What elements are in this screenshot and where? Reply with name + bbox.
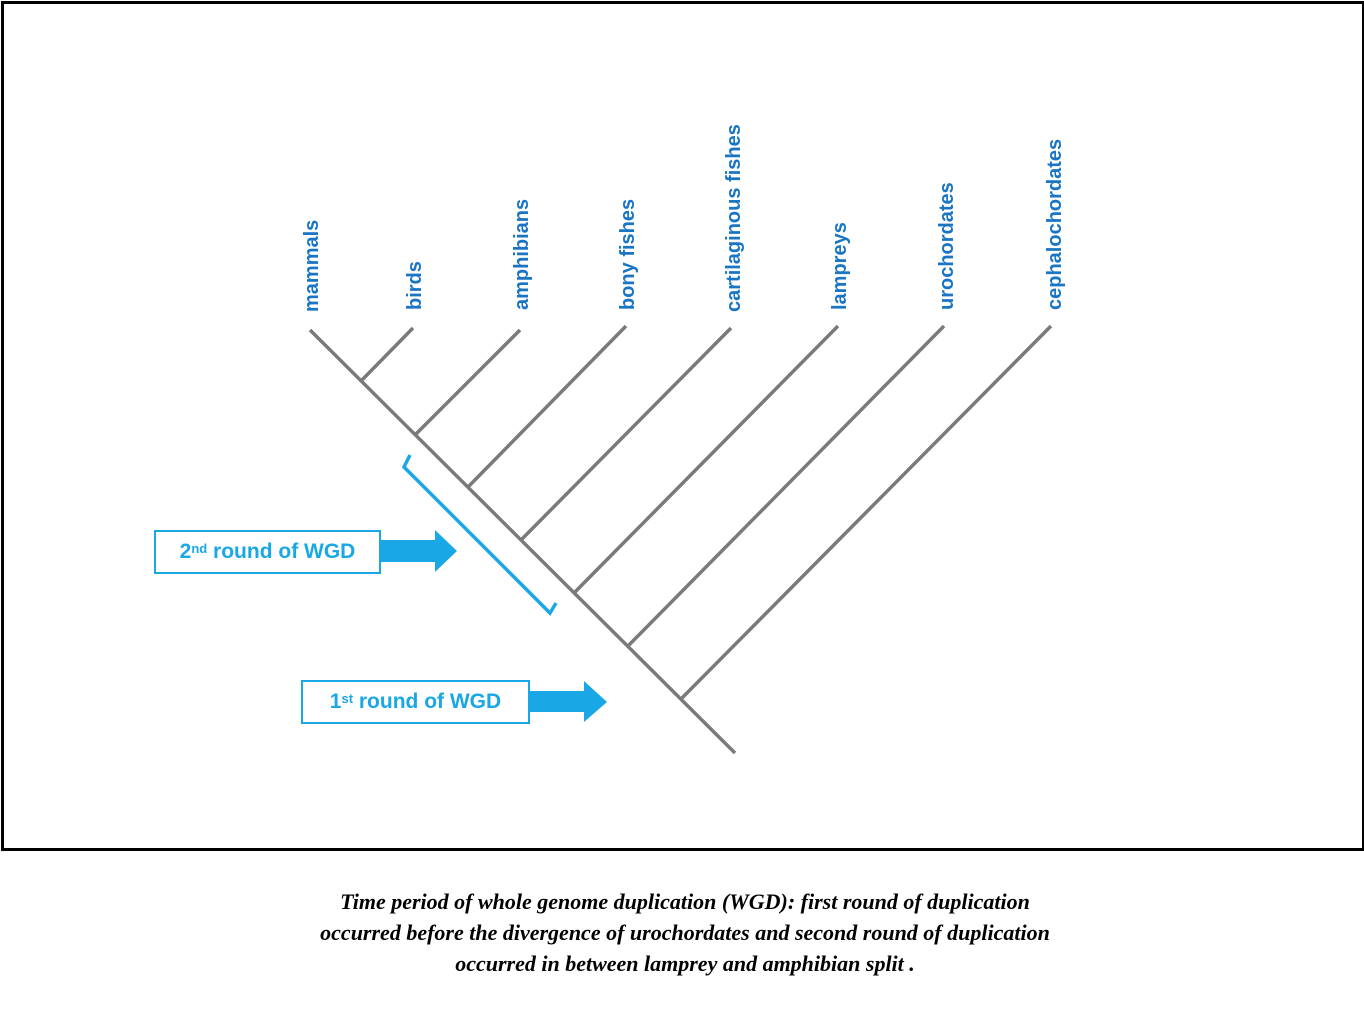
wgd-second-arrow [381, 530, 457, 572]
branch-urochordates [626, 324, 946, 648]
taxon-label-amphibians: amphibians [511, 199, 533, 310]
taxon-label-birds: birds [404, 261, 426, 310]
figure-frame [1, 1, 1364, 851]
taxon-label-lampreys: lampreys [829, 222, 851, 310]
branch-cartilaginous-fishes [519, 326, 733, 542]
branch-amphibians [413, 328, 522, 437]
wgd-first-arrow [529, 681, 607, 722]
wgd-second-ordinal: 2 [179, 540, 192, 563]
taxon-label-cartilaginous-fishes: cartilaginous fishes [723, 124, 745, 312]
figure-caption: Time period of whole genome duplication … [320, 889, 1050, 976]
branch-birds [359, 326, 415, 383]
branch-cephalochordates [679, 324, 1053, 701]
wgd-first-text: round of WGD [353, 690, 502, 713]
taxon-label-urochordates: urochordates [936, 182, 958, 310]
wgd-first-ordinal: 1 [329, 690, 342, 713]
taxon-label-mammals: mammals [301, 220, 323, 312]
tree-trunk [308, 328, 737, 755]
taxon-label-cephalochordates: cephalochordates [1044, 139, 1066, 310]
taxon-label-bony-fishes: bony fishes [617, 199, 639, 310]
wgd-second-text: round of WGD [207, 540, 356, 563]
branch-bony-fishes [466, 324, 628, 489]
wgd-second-bracket [401, 454, 558, 616]
branch-lampreys [572, 324, 840, 595]
